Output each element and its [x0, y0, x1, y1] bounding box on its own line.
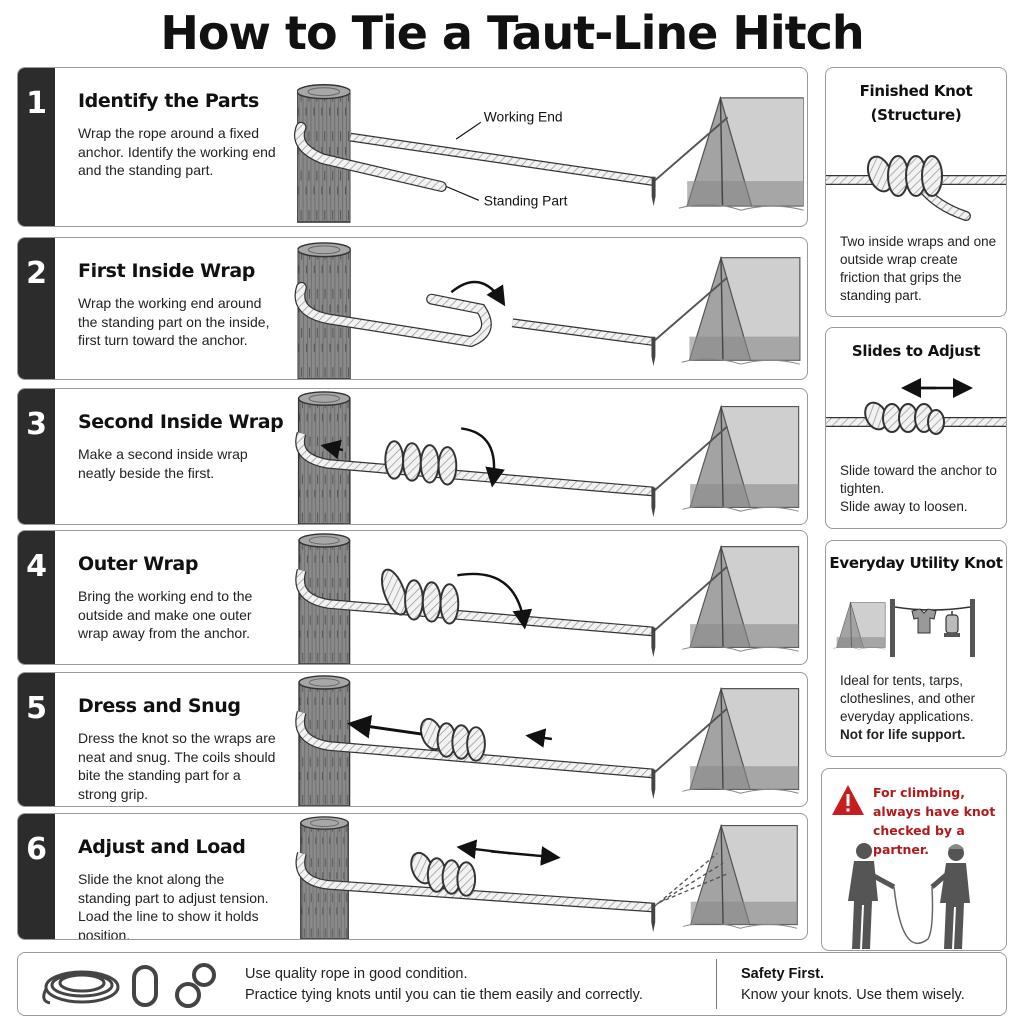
step-number: 4: [18, 531, 55, 664]
finished-knot-subheading: (Structure): [870, 106, 962, 124]
partner-figure-icon: [848, 843, 896, 949]
climber-figure-icon: [930, 844, 970, 949]
footer-safety-text: Know your knots. Use them wisely.: [741, 987, 965, 1003]
page-title: How to Tie a Taut-Line Hitch: [160, 6, 864, 60]
footer-safety-title: Safety First.: [741, 966, 824, 982]
slides-text-tighten: Slide toward the anchor to tighten.: [840, 463, 997, 496]
climbing-warning-panel: For climbing, always have knot checked b…: [821, 768, 1007, 951]
climbers-illustration: [848, 843, 970, 949]
slides-illustration: [826, 378, 1006, 435]
finished-knot-text: Two inside wraps and one outside wrap cr…: [840, 234, 997, 303]
step-title: Dress and Snug: [78, 695, 241, 717]
working-end-label: Working End: [484, 108, 563, 124]
step-number: 1: [18, 68, 55, 226]
utility-heading: Everyday Utility Knot: [829, 554, 1003, 572]
gear-illustration: [42, 963, 216, 1008]
shirt-icon: [911, 608, 937, 634]
utility-illustration: [832, 599, 975, 657]
carabiner-icon: [132, 965, 158, 1007]
step-6-illustration: [295, 816, 798, 939]
tent-icon: [681, 405, 800, 512]
step-title: First Inside Wrap: [78, 260, 256, 282]
clothesline-post-icon: [970, 599, 975, 657]
tent-icon: [681, 687, 800, 794]
finished-knot-heading: Finished Knot: [859, 82, 973, 100]
rope-coil-icon: [42, 970, 120, 1005]
utility-description: Ideal for tents, tarps, clotheslines, an…: [840, 673, 976, 724]
finished-knot-illustration: [826, 155, 1006, 221]
step-1-illustration: Working End Standing Part: [294, 84, 804, 223]
step-5-illustration: [295, 675, 800, 806]
tent-icon: [680, 256, 801, 365]
standing-part-label: Standing Part: [484, 192, 568, 208]
lantern-icon: [944, 611, 960, 637]
step-title: Outer Wrap: [78, 553, 199, 575]
step-2-panel: 2 First Inside Wrap Wrap the working end…: [17, 237, 808, 380]
tent-icon: [681, 545, 800, 652]
step-3-illustration: [295, 391, 800, 524]
footer-tip-practice: Practice tying knots until you can tie t…: [245, 987, 643, 1003]
step-title: Second Inside Wrap: [78, 411, 284, 433]
step-2-illustration: [294, 242, 801, 379]
finished-knot-panel: Finished Knot (Structure) Two inside wra…: [825, 67, 1007, 317]
slides-panel: Slides to Adjust Slide toward the anchor…: [825, 327, 1007, 529]
step-title: Adjust and Load: [78, 836, 246, 858]
step-number: 2: [18, 238, 55, 379]
footer-divider: [716, 959, 717, 1009]
step-description: Slide the knot along the standing part t…: [78, 871, 269, 940]
slides-text-loosen: Slide away to loosen.: [840, 499, 968, 514]
step-number: 5: [18, 673, 55, 806]
climbing-warning-text: For climbing, always have knot checked b…: [873, 785, 996, 857]
step-number: 6: [18, 814, 55, 939]
step-description: Make a second inside wrap neatly beside …: [78, 446, 248, 481]
step-description: Wrap the rope around a fixed anchor. Ide…: [78, 125, 276, 178]
footer-bar: Use quality rope in good condition. Prac…: [17, 952, 1007, 1016]
step-description: Wrap the working end around the standing…: [78, 295, 270, 348]
clothesline-post-icon: [890, 599, 895, 657]
utility-warning: Not for life support.: [840, 727, 966, 742]
step-4-panel: 4 Outer Wrap Bring the working end to th…: [17, 530, 808, 665]
step-1-panel: 1 Identify the Parts Wrap the rope aroun…: [17, 67, 808, 227]
step-description: Dress the knot so the wraps are neat and…: [78, 730, 276, 802]
warning-triangle-icon: [832, 785, 864, 815]
step-3-panel: 3 Second Inside Wrap Make a second insid…: [17, 388, 808, 525]
step-description: Bring the working end to the outside and…: [78, 588, 253, 641]
step-4-illustration: [295, 533, 800, 664]
step-title: Identify the Parts: [78, 90, 259, 112]
utility-panel: Everyday Utility Knot Ideal for tents, t…: [825, 540, 1007, 757]
step-5-panel: 5 Dress and Snug Dress the knot so the w…: [17, 672, 808, 807]
step-6-panel: 6 Adjust and Load Slide the knot along t…: [17, 813, 808, 940]
utility-text: Ideal for tents, tarps, clotheslines, an…: [840, 672, 1000, 744]
footer-tip-rope: Use quality rope in good condition.: [245, 966, 468, 982]
slides-heading: Slides to Adjust: [851, 342, 981, 360]
step-number: 3: [18, 389, 55, 524]
tent-icon: [678, 97, 804, 211]
tent-icon: [832, 602, 886, 650]
figure-eight-descender-icon: [175, 963, 216, 1008]
